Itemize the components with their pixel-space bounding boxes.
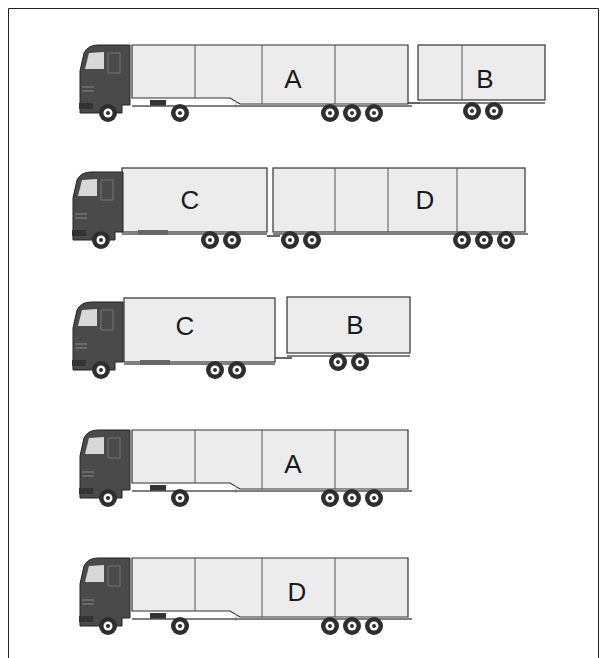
trailer-letter: B [476,66,493,92]
trailer-letter: D [416,187,435,213]
trailer-body: B [287,297,410,353]
trailer-body: A [132,45,408,100]
trailer-letter: C [176,313,195,339]
trailer-letter: C [181,187,200,213]
trailer-body: D [273,168,525,232]
trailer-body: B [418,45,545,100]
trailer-body: C [124,298,275,362]
trailer-letter: D [288,579,307,605]
trailer-letter: A [284,451,301,477]
trailer-body: C [122,168,267,232]
trailer-letter: A [284,66,301,92]
trailer-body: D [132,558,408,613]
trailer-letter: B [346,312,363,338]
trailer-body: A [132,430,408,485]
